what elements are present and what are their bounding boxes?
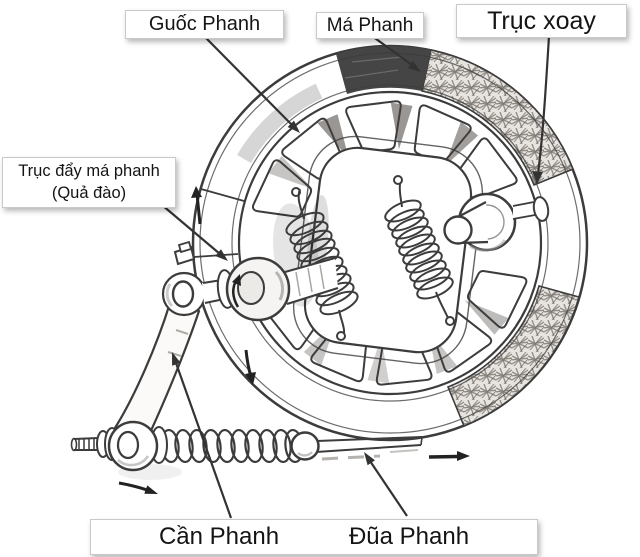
- brake-lining-lower: [446, 285, 580, 428]
- leader-can-phanh: [172, 352, 233, 519]
- arrow-up-icon: [191, 186, 202, 225]
- arrow-down-icon: [244, 349, 256, 385]
- brake-lining-upper: [421, 49, 575, 187]
- leader-ma-phanh: [371, 35, 421, 72]
- pivot-post: [443, 192, 550, 252]
- label-can-phanh-text: Cần Phanh: [158, 523, 280, 550]
- label-dua-phanh-text: Đũa Phanh: [348, 523, 470, 550]
- leader-truc-day: [161, 204, 228, 261]
- shoe-end-shadow: [336, 46, 431, 94]
- rod-spring: [160, 428, 304, 464]
- arrow-cam-rotate-icon: [232, 274, 241, 308]
- leader-guoc-phanh: [205, 37, 300, 133]
- label-truc-day-line2: (Quả đào): [51, 183, 127, 202]
- callout-leaders: [161, 35, 551, 519]
- label-truc-xoay: Trục xoay: [456, 4, 627, 38]
- label-truc-xoay-text: Trục xoay: [487, 6, 596, 35]
- label-guoc-phanh-text: Guốc Phanh: [148, 13, 261, 35]
- web-central-opening: [292, 135, 484, 365]
- leader-truc-xoay: [532, 35, 551, 184]
- leader-dua-phanh: [364, 452, 408, 517]
- return-spring-right: [384, 175, 455, 326]
- label-ma-phanh: Má Phanh: [316, 12, 424, 39]
- label-ma-phanh-text: Má Phanh: [326, 14, 414, 36]
- brake-lever: [107, 240, 236, 472]
- cam-shaft: [284, 256, 339, 306]
- arrow-rod-right-icon: [428, 451, 470, 461]
- cam-boss: [225, 256, 291, 322]
- label-truc-day-ma-phanh: Trục đẩy má phanh (Quả đào): [2, 157, 176, 208]
- label-bottom-strip: Cần Phanh Đũa Phanh: [90, 519, 538, 555]
- direction-arrows: [118, 186, 470, 494]
- arrow-lever-pull-icon: [118, 481, 158, 494]
- label-truc-day-line1: Trục đẩy má phanh: [18, 162, 160, 181]
- pivot-pin: [532, 196, 550, 222]
- label-guoc-phanh: Guốc Phanh: [125, 10, 284, 39]
